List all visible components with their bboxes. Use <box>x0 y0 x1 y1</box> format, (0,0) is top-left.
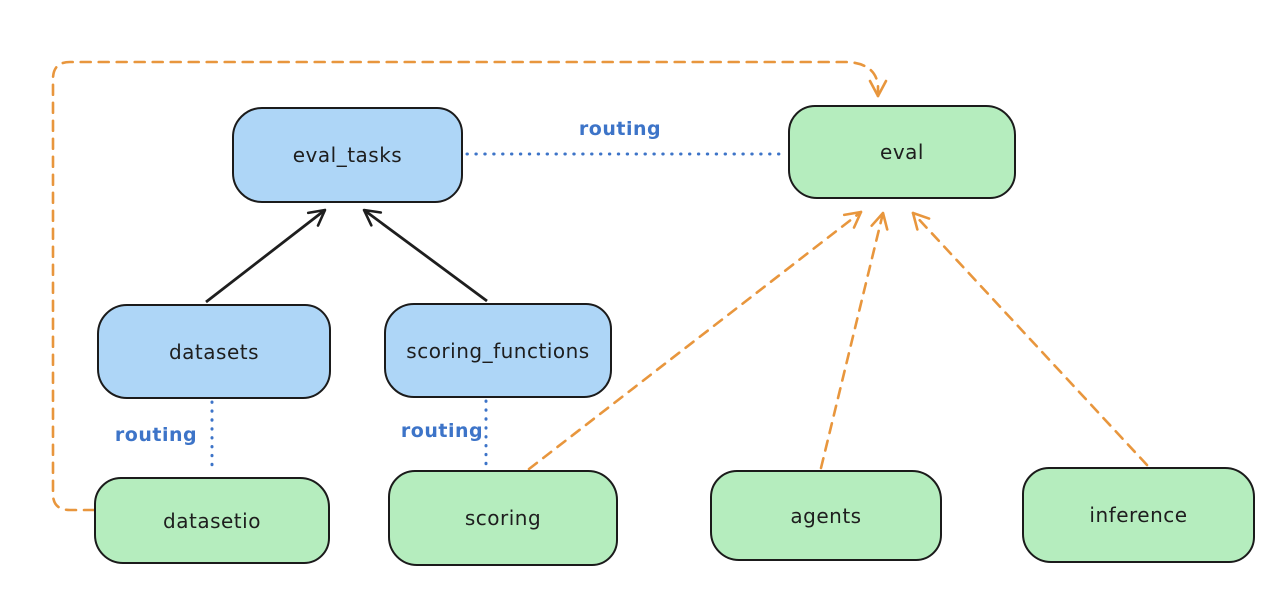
arrow-scoring-functions-to-eval-tasks <box>362 208 488 303</box>
arrow-agents-to-eval <box>819 211 889 470</box>
node-scoring-functions: scoring_functions <box>384 303 612 398</box>
arrow-datasetio-to-eval <box>51 60 888 512</box>
node-eval-tasks-label: eval_tasks <box>292 143 403 167</box>
node-eval: eval <box>788 105 1016 199</box>
arrow-inference-to-eval <box>911 211 1149 467</box>
node-inference: inference <box>1022 467 1255 563</box>
routing-label-datasets-datasetio: routing <box>114 424 198 446</box>
node-scoring: scoring <box>388 470 618 566</box>
node-scoring-functions-label: scoring_functions <box>406 338 590 363</box>
node-scoring-label: scoring <box>464 506 542 530</box>
node-agents-label: agents <box>790 503 862 528</box>
arrow-scoring-to-eval <box>527 210 863 471</box>
node-eval-label: eval <box>880 140 924 164</box>
node-datasets-label: datasets <box>168 339 260 364</box>
node-agents: agents <box>710 470 942 561</box>
arrow-datasets-to-eval-tasks <box>205 208 327 304</box>
node-inference-label: inference <box>1089 503 1188 527</box>
node-datasetio-label: datasetio <box>163 508 261 533</box>
node-eval-tasks: eval_tasks <box>232 107 463 203</box>
routing-label-scoring-functions-scoring: routing <box>400 420 484 442</box>
node-datasetio: datasetio <box>94 477 330 564</box>
node-datasets: datasets <box>97 304 331 399</box>
routing-label-eval-tasks-eval: routing <box>578 118 662 140</box>
